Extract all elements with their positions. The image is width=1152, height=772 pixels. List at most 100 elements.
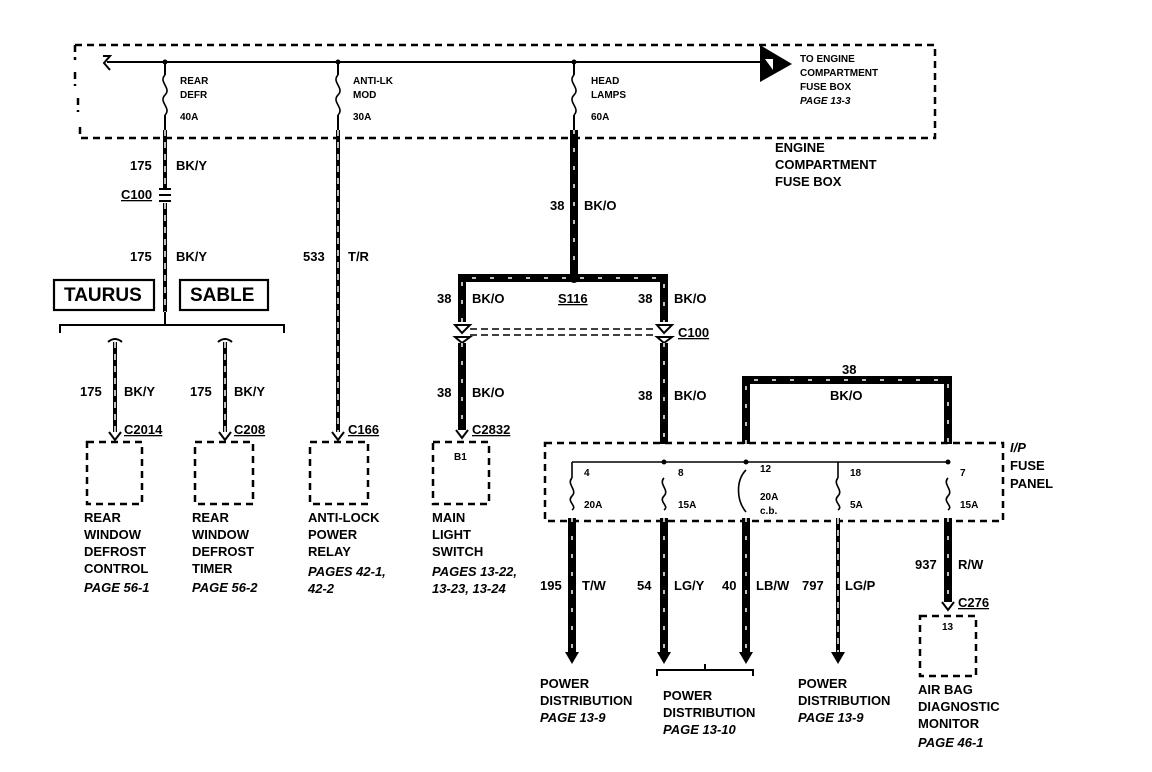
component-label: RELAY: [308, 544, 351, 559]
fuse-number: 4: [584, 468, 590, 479]
wire-number: 175: [130, 158, 152, 173]
airbag-monitor-box: [918, 614, 978, 678]
wire-number: 797: [802, 578, 824, 593]
wire-color: R/W: [958, 557, 984, 572]
power-dist-page: PAGE 13-9: [540, 710, 606, 725]
component-label: REAR: [84, 510, 121, 525]
wire-number: 937: [915, 557, 937, 572]
arrow-down-icon: [739, 652, 753, 664]
fuse-amp: 15A: [678, 500, 696, 511]
rear-defrost-branch: 175 BK/Y C100 175 BK/Y TAURUS SABLE 175 …: [52, 130, 285, 595]
component-label: LIGHT: [432, 527, 471, 542]
fuse-anti-lk-mod: ANTI-LK MOD 30A: [335, 59, 394, 130]
wire-number: 40: [722, 578, 736, 593]
component-page: PAGES 42-1,: [308, 564, 386, 579]
component-label: DEFROST: [192, 544, 254, 559]
fuse-name: HEAD: [591, 76, 619, 87]
wire-number: 38: [437, 385, 451, 400]
pin-label: B1: [454, 452, 467, 463]
wire-number: 175: [80, 384, 102, 399]
busbar-connector-icon: [760, 45, 792, 82]
wire-color: LB/W: [756, 578, 790, 593]
wire-color: BK/Y: [176, 158, 207, 173]
fuse-amp: 5A: [850, 500, 863, 511]
fuse-name: MOD: [353, 90, 376, 101]
wire-number: 54: [637, 578, 652, 593]
main-light-switch-box: [431, 440, 491, 506]
pin-label: 13: [942, 622, 954, 633]
connector-c100-left: C100: [121, 187, 152, 202]
power-dist-label: POWER: [540, 676, 590, 691]
sable-box: [178, 278, 270, 312]
component-label: AIR BAG: [918, 682, 973, 697]
splice-s116: S116: [558, 291, 588, 306]
fuse-head-lamps: HEAD LAMPS 60A: [571, 59, 626, 130]
power-dist-page: PAGE 13-9: [798, 710, 864, 725]
component-label: WINDOW: [192, 527, 250, 542]
headlamp-branch: 38 BK/O S116 38 BK/O 38 BK/O C100 38 BK/…: [431, 130, 952, 596]
wire-color: BK/O: [472, 385, 505, 400]
to-engine-page: PAGE 13-3: [800, 96, 851, 107]
wire-color: T/R: [348, 249, 370, 264]
fuse-amp: 15A: [960, 500, 978, 511]
power-dist-page: PAGE 13-10: [663, 722, 737, 737]
fuse-number: 7: [960, 468, 966, 479]
wire-color: T/W: [582, 578, 607, 593]
ip-panel-title: FUSE: [1010, 458, 1045, 473]
component-label: TIMER: [192, 561, 233, 576]
component-label: MAIN: [432, 510, 465, 525]
output-wires: 195 T/W 54 LG/Y 40 LB/W 797 LG/P 937 R/W…: [540, 518, 989, 676]
power-dist-label: POWER: [663, 688, 713, 703]
component-label: MONITOR: [918, 716, 980, 731]
wire-color: BK/O: [830, 388, 863, 403]
fuse-rear-defr: REAR DEFR 40A: [162, 59, 209, 130]
component-label: CONTROL: [84, 561, 148, 576]
fuse-number: 12: [760, 464, 772, 475]
component-label: ANTI-LOCK: [308, 510, 380, 525]
power-dist-label: DISTRIBUTION: [798, 693, 890, 708]
component-page: PAGE 46-1: [918, 735, 984, 750]
fuse-amp: 60A: [591, 112, 609, 123]
wire-color: BK/O: [674, 388, 707, 403]
wire-number: 175: [130, 249, 152, 264]
component-page: PAGES 13-22,: [432, 564, 517, 579]
component-label: POWER: [308, 527, 358, 542]
taurus-box: [52, 278, 156, 312]
connector-c276: C276: [958, 595, 989, 610]
wire-number: 533: [303, 249, 325, 264]
arrow-down-icon: [657, 652, 671, 664]
arrow-down-icon: [831, 652, 845, 664]
to-engine-label: FUSE BOX: [800, 82, 851, 93]
engine-box-title: ENGINE: [775, 140, 825, 155]
wire-color: BK/Y: [234, 384, 265, 399]
fuse-name: DEFR: [180, 90, 208, 101]
fuse-name: REAR: [180, 76, 209, 87]
connector-c2832: C2832: [472, 422, 510, 437]
connector-c2014: C2014: [124, 422, 163, 437]
wire-color: LG/P: [845, 578, 876, 593]
engine-box-title: COMPARTMENT: [775, 157, 877, 172]
fuse-amp: 20A: [760, 492, 778, 503]
ip-fuse-18: 18 5A: [835, 462, 863, 511]
engine-box-title: FUSE BOX: [775, 174, 842, 189]
component-label: DIAGNOSTIC: [918, 699, 1000, 714]
destinations: POWER DISTRIBUTION PAGE 13-9 POWER DISTR…: [540, 614, 1000, 750]
wire-number: 38: [638, 388, 652, 403]
wire-color: BK/O: [584, 198, 617, 213]
rear-defrost-timer-box: [193, 440, 255, 506]
fuse-name: ANTI-LK: [353, 76, 394, 87]
to-engine-label: TO ENGINE: [800, 54, 855, 65]
connector-c100-right: C100: [678, 325, 709, 340]
ip-fuse-7: 7 15A: [945, 459, 978, 511]
ip-fuse-4: 4 20A: [569, 462, 602, 511]
to-engine-label: COMPARTMENT: [800, 68, 878, 79]
fuse-amp: 20A: [584, 500, 602, 511]
ip-panel-title: PANEL: [1010, 476, 1053, 491]
wire-number: 38: [550, 198, 564, 213]
wire-color: BK/O: [472, 291, 505, 306]
wire-color: LG/Y: [674, 578, 705, 593]
antilock-branch: 533 T/R C166 ANTI-LOCK POWER RELAY PAGES…: [303, 130, 386, 596]
wire-number: 38: [437, 291, 451, 306]
antilock-relay-box: [308, 440, 370, 506]
